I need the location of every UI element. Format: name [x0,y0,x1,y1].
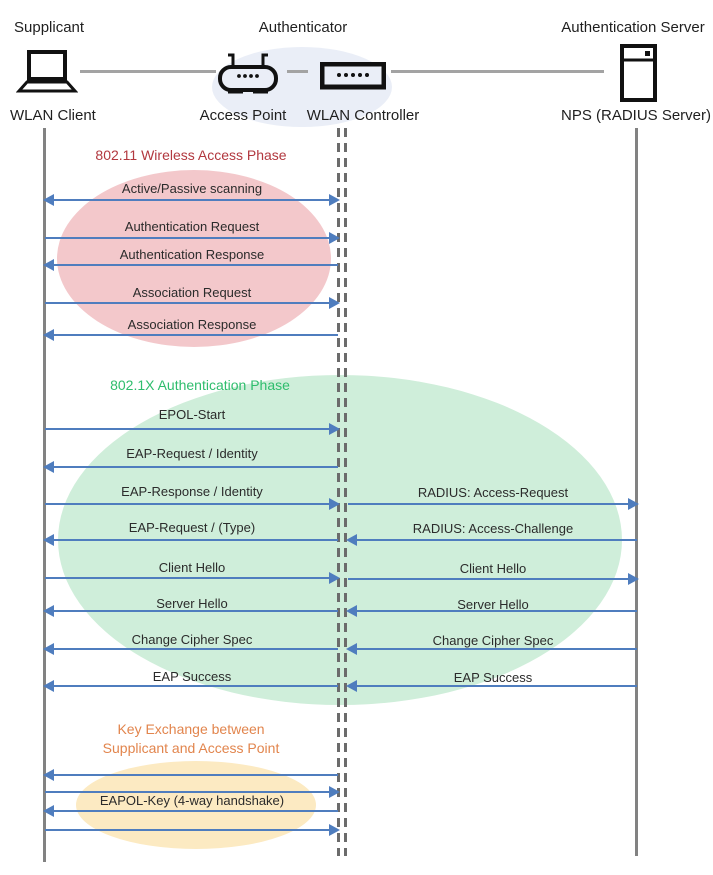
message-label: EPOL-Start [158,407,226,422]
message-label: EAPOL-Key (4-way handshake) [99,793,285,808]
message-label: RADIUS: Access-Request [417,485,569,500]
message-arrow [45,824,340,836]
message-label: Change Cipher Spec [131,632,253,647]
arrowhead-right-icon [329,297,340,309]
phase1-title: 802.11 Wireless Access Phase [95,147,287,163]
message-arrow [43,329,338,341]
message-arrow [45,572,340,584]
message-arrow [43,680,338,692]
laptop-icon [16,50,78,94]
message-arrow [43,805,338,817]
lifeline-nps [635,128,638,856]
message-arrow [45,297,340,309]
phase3-title: Key Exchange between Supplicant and Acce… [103,720,280,758]
message-arrow [346,534,637,546]
arrowhead-right-icon [628,573,639,585]
message-label: Authentication Request [124,219,260,234]
arrowhead-right-icon [329,572,340,584]
arrowhead-right-icon [329,786,340,798]
message-arrow [43,605,338,617]
message-label: EAP-Response / Identity [121,484,263,499]
device-label-wlan-controller: WLAN Controller [306,107,420,124]
message-label: EAP-Request / (Type) [128,520,256,535]
message-label: EAP Success [152,669,232,684]
arrowhead-right-icon [329,194,340,206]
phase3-title-line2: Supplicant and Access Point [102,740,280,756]
message-label: Change Cipher Spec [432,633,554,648]
device-label-wlan-client: WLAN Client [10,107,96,124]
connector-line [80,70,216,73]
message-arrow [43,643,338,655]
message-arrow [43,534,338,546]
arrowhead-left-icon [43,769,54,781]
message-arrow [45,498,340,510]
message-arrow [348,498,639,510]
message-label: Active/Passive scanning [121,181,263,196]
connector-line [391,70,604,73]
arrowhead-left-icon [43,461,54,473]
arrowhead-left-icon [43,805,54,817]
device-label-access-point: Access Point [199,107,287,124]
arrowhead-left-icon [346,680,357,692]
arrowhead-left-icon [43,680,54,692]
message-arrow [348,573,639,585]
message-label: EAP-Request / Identity [126,446,258,461]
message-arrow [43,769,338,781]
lifeline-wlan-controller-dash-1 [337,128,340,856]
arrowhead-right-icon [628,498,639,510]
arrowhead-left-icon [346,643,357,655]
phase2-title: 802.1X Authentication Phase [110,377,290,393]
role-label-supplicant: Supplicant [14,19,85,36]
message-label: RADIUS: Access-Challenge [412,521,574,536]
arrowhead-left-icon [43,643,54,655]
role-label-authentication-server: Authentication Server [561,19,705,36]
arrowhead-left-icon [43,194,54,206]
arrowhead-left-icon [43,534,54,546]
message-arrow [346,643,637,655]
message-arrow [45,232,340,244]
arrowhead-right-icon [329,824,340,836]
lifeline-wlan-controller-dash-2 [344,128,347,856]
access-point-icon [217,48,279,98]
message-label: Association Request [132,285,252,300]
arrowhead-left-icon [346,605,357,617]
connector-line [287,70,308,73]
message-arrow [45,786,340,798]
phase3-title-line1: Key Exchange between [117,721,265,737]
message-arrow [43,259,338,271]
arrowhead-left-icon [43,259,54,271]
arrowhead-left-icon [43,605,54,617]
message-arrow [346,605,637,617]
message-arrow [43,461,338,473]
message-arrow [346,680,637,692]
arrowhead-left-icon [43,329,54,341]
lifeline-wlan-client [43,128,46,862]
message-label: Authentication Response [119,247,265,262]
device-label-nps: NPS (RADIUS Server) [560,107,712,124]
arrowhead-right-icon [329,498,340,510]
message-label: Server Hello [156,596,228,611]
arrowhead-left-icon [346,534,357,546]
server-icon [620,44,658,102]
arrowhead-right-icon [329,423,340,435]
message-label: Client Hello [158,560,226,575]
arrowhead-right-icon [329,232,340,244]
role-label-authenticator: Authenticator [258,19,348,36]
wlan-controller-icon [320,62,386,90]
message-label: Association Response [127,317,257,332]
message-arrow [45,423,340,435]
message-label: EAP Success [453,670,533,685]
message-label: Client Hello [459,561,527,576]
message-arrow [43,194,340,206]
message-label: Server Hello [457,597,529,612]
